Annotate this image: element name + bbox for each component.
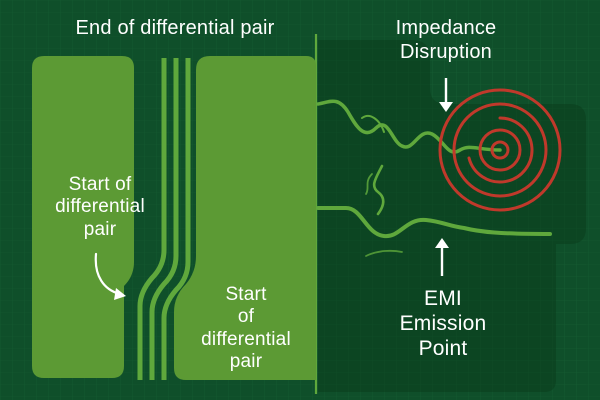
arrow-up-icon xyxy=(435,238,449,276)
signal-trace-wavy xyxy=(316,99,502,154)
trace-wisp xyxy=(365,173,373,195)
trace-squiggle-small xyxy=(361,114,385,133)
target-rings-icon xyxy=(438,88,562,212)
trace-dash xyxy=(365,249,403,257)
arrow-down-icon xyxy=(439,78,453,112)
copper-pad-left xyxy=(32,56,134,378)
dark-region-grid xyxy=(318,40,586,392)
diff-trace-2 xyxy=(149,58,179,380)
copper-pad-right xyxy=(174,56,316,380)
signal-trace-lower xyxy=(316,206,552,239)
start-pair-label-left: Start of differential pair xyxy=(55,174,145,240)
start-pair-label-right: Start of differential pair xyxy=(201,284,291,373)
curved-arrow-icon xyxy=(94,252,126,300)
emi-emission-point-label: EMI Emission Point xyxy=(399,287,487,360)
impedance-disruption-label: Impedance Disruption xyxy=(395,17,497,63)
diff-trace-1 xyxy=(137,58,167,380)
diff-trace-3 xyxy=(161,58,191,380)
end-of-pair-label: End of differential pair xyxy=(75,17,275,39)
trace-loop-lower xyxy=(372,164,385,216)
